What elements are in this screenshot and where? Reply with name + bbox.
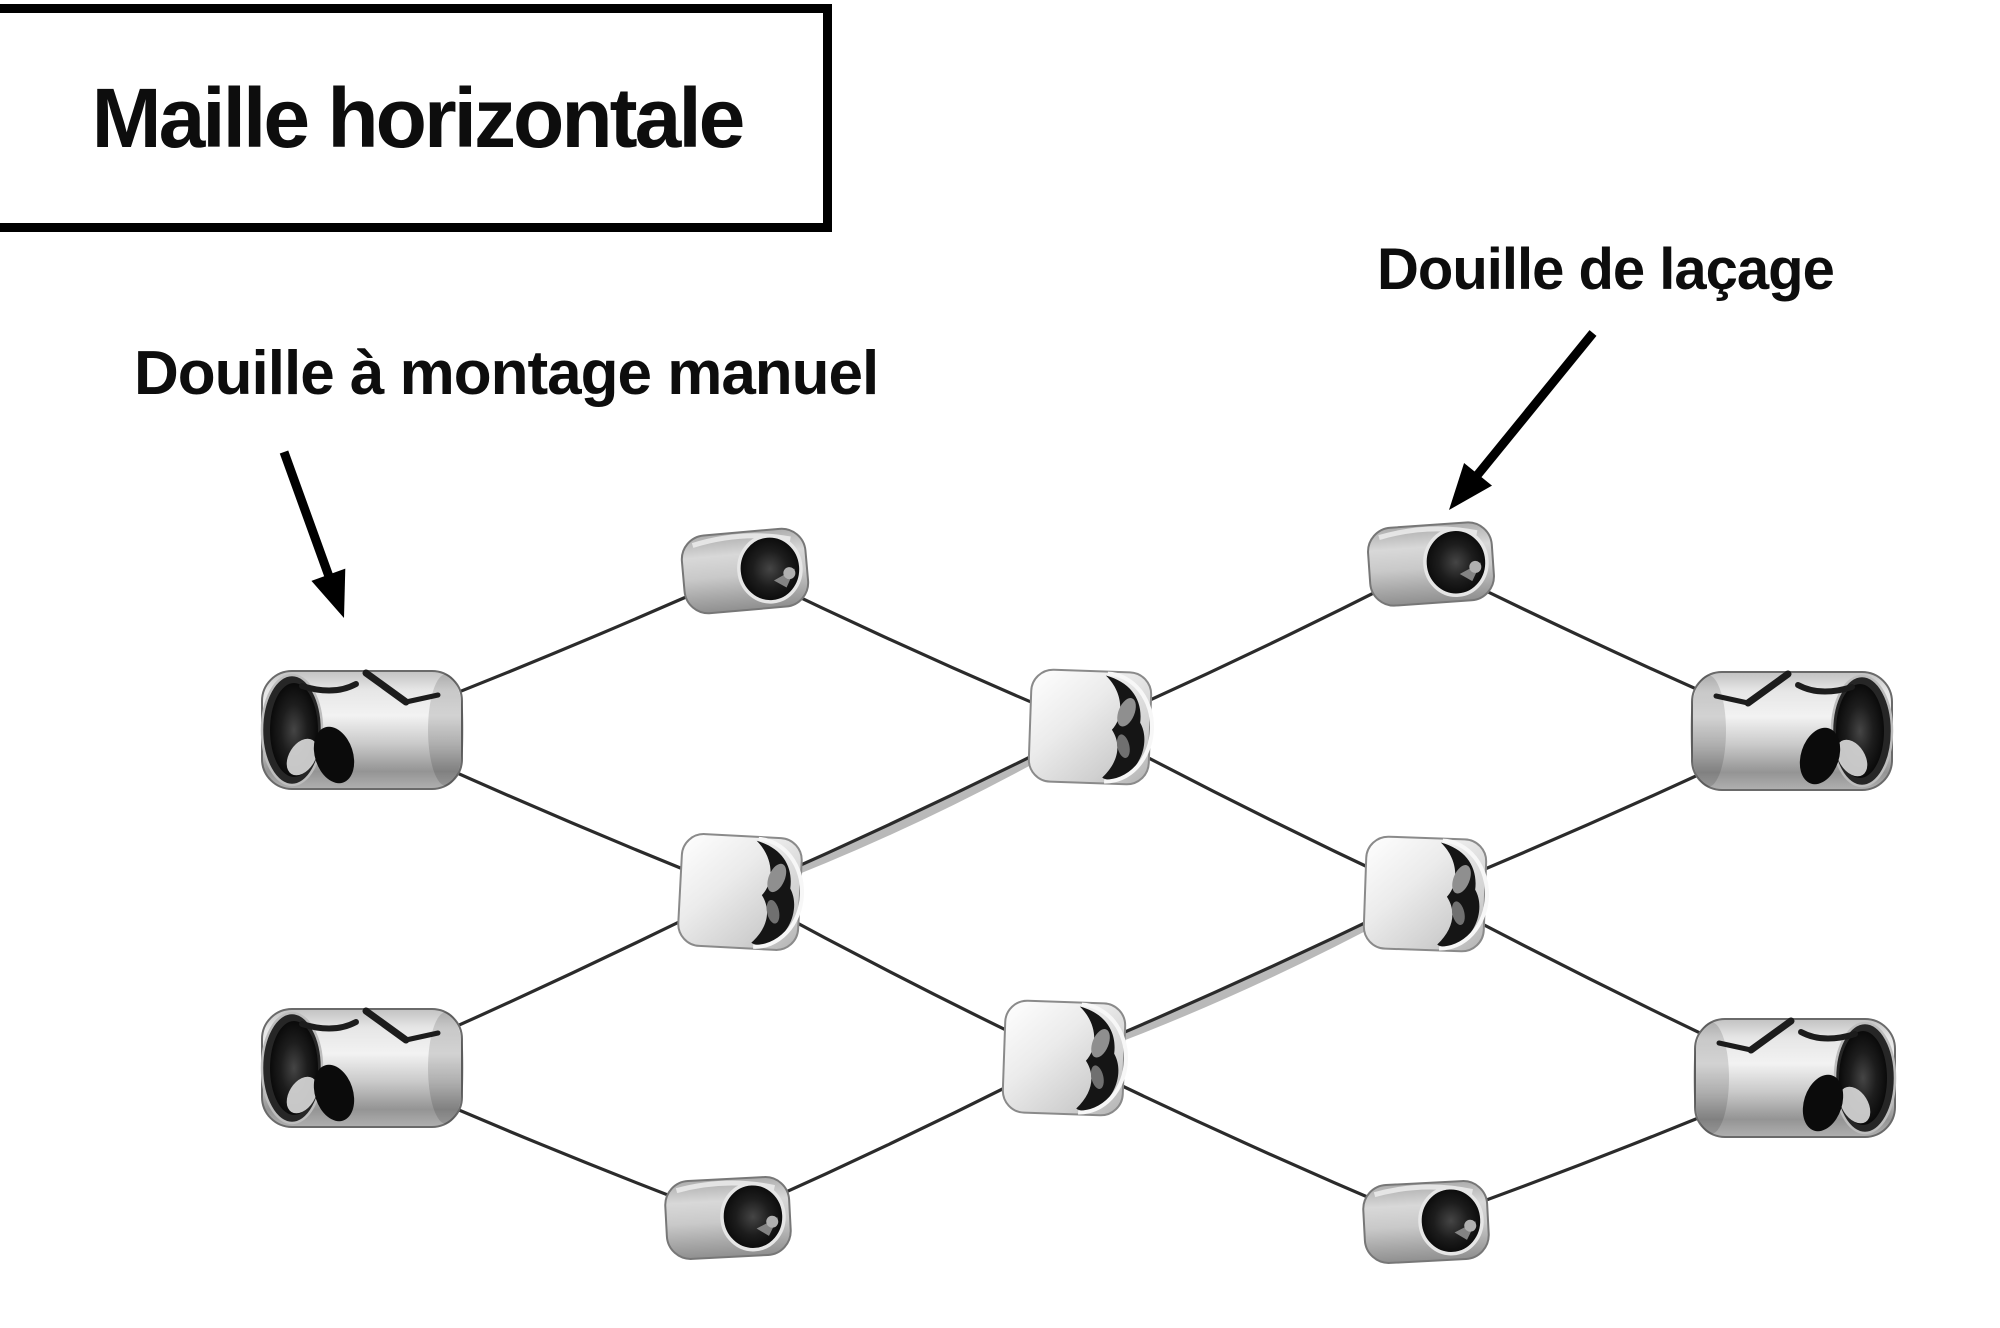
- sleeve-lacage-bottom-left: [664, 1176, 792, 1260]
- diagram-title: Maille horizontale: [91, 70, 746, 165]
- title-box: Maille horizontale: [0, 4, 832, 232]
- sleeve-lacage-mid-upper: [1028, 669, 1154, 785]
- label-douille-lacage: Douille de laçage: [1377, 237, 1835, 302]
- sleeve-lacage-top-left: [680, 527, 810, 616]
- label-douille-montage-manuel: Douille à montage manuel: [134, 339, 879, 408]
- sleeve-montage-manuel-upper-right: [1690, 672, 1892, 790]
- label-montage-manuel-arrow-head: [311, 568, 346, 618]
- sleeve-lacage-top-right: [1366, 521, 1495, 607]
- sleeve-montage-manuel-lower-right: [1693, 1019, 1895, 1137]
- label-lacage-arrow-head: [1449, 462, 1492, 510]
- label-lacage-arrow-shaft: [1470, 330, 1597, 482]
- sleeve-lacage-bottom-right: [1362, 1180, 1490, 1264]
- label-montage-manuel-arrow-shaft: [279, 450, 335, 582]
- sleeve-montage-manuel-lower-left: [262, 1009, 464, 1127]
- sleeve-lacage-mid-lower: [1002, 1000, 1128, 1116]
- sleeve-lacage-mid-left: [677, 833, 805, 951]
- sleeve-lacage-mid-right: [1363, 836, 1489, 952]
- sleeve-montage-manuel-upper-left: [262, 671, 464, 789]
